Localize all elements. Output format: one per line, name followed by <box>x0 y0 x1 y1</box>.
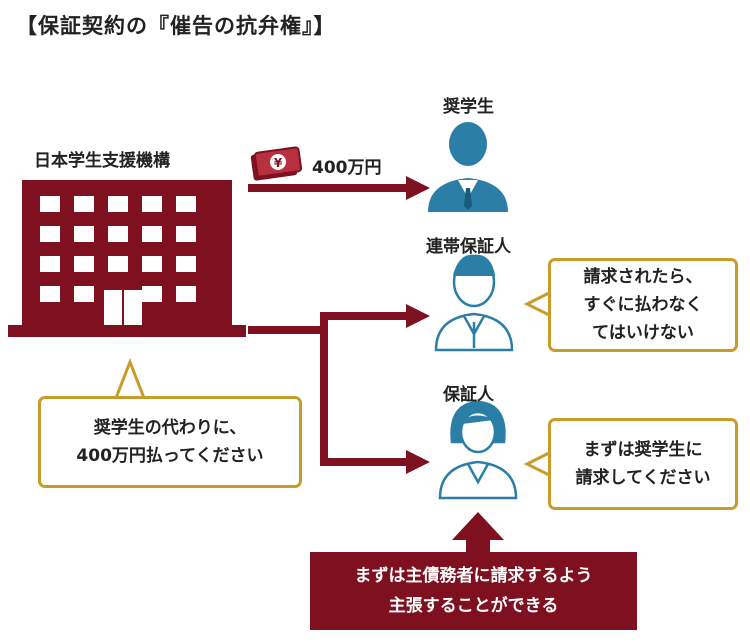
page-title: 【保証契約の『催告の抗弁権』】 <box>16 14 336 38</box>
org-speech-bubble: 奨学生の代わりに、 400万円払ってください <box>38 396 302 488</box>
student-label: 奨学生 <box>443 97 494 117</box>
joint-guarantor-speech-bubble: 請求されたら、 すぐに払わなく てはいけない <box>548 258 738 352</box>
student-person-icon <box>428 122 508 212</box>
guarantor-person-icon <box>438 400 518 500</box>
joint-bubble-line1: 請求されたら、 <box>583 267 703 287</box>
building-icon <box>8 180 246 337</box>
joint-guarantor-person-icon <box>434 254 514 352</box>
note-line2: 主張することができる <box>388 596 559 616</box>
guarantor-bubble-line2: 請求してください <box>575 468 711 488</box>
defense-note-box: まずは主債務者に請求するよう 主張することができる <box>310 552 637 630</box>
joint-guarantor-label: 連帯保証人 <box>426 237 511 257</box>
guarantor-speech-bubble: まずは奨学生に 請求してください <box>548 418 738 510</box>
org-bubble-line2: 400万円払ってください <box>76 446 264 466</box>
guarantor-bubble-line1: まずは奨学生に <box>583 440 703 460</box>
up-arrow <box>452 512 504 552</box>
money-icon: ¥ <box>250 146 303 181</box>
loan-amount-label: 400万円 <box>312 158 382 178</box>
joint-bubble-line2: すぐに払わなく <box>583 295 703 315</box>
claim-arrows <box>248 304 430 474</box>
note-line1: まずは主債務者に請求するよう <box>354 566 593 586</box>
org-bubble-line1: 奨学生の代わりに、 <box>93 418 247 438</box>
svg-text:¥: ¥ <box>274 156 283 170</box>
guarantor-label: 保証人 <box>443 385 494 405</box>
org-label: 日本学生支援機構 <box>34 151 170 171</box>
joint-bubble-line3: てはいけない <box>592 323 694 343</box>
loan-arrow <box>248 176 430 200</box>
